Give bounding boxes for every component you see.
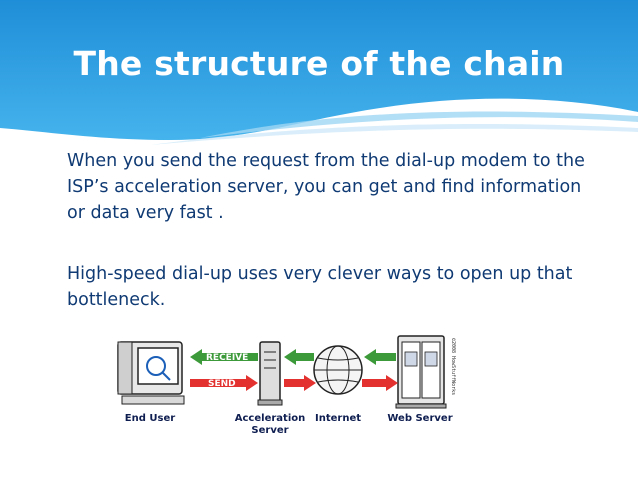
acceleration-server-icon bbox=[257, 341, 283, 406]
acceleration-label-line1: Acceleration bbox=[235, 413, 305, 424]
end-user-label: End User bbox=[125, 413, 175, 424]
web-server-icon bbox=[395, 335, 447, 409]
receive-label: RECEIVE bbox=[206, 353, 248, 363]
send-arrows bbox=[190, 375, 398, 391]
internet-label: Internet bbox=[315, 413, 361, 424]
header-banner bbox=[0, 0, 638, 145]
slide-title: The structure of the chain bbox=[73, 44, 565, 83]
receive-arrows bbox=[190, 349, 396, 365]
internet-globe-icon bbox=[313, 345, 363, 395]
web-server-label: Web Server bbox=[387, 413, 452, 424]
send-label: SEND bbox=[208, 379, 236, 389]
copyright-notice: ©2008 HowStuffWorks bbox=[450, 338, 456, 395]
end-user-computer-icon bbox=[117, 341, 185, 405]
network-chain-diagram: ©2008 HowStuffWorks RECEIVE SEND End Use… bbox=[117, 335, 456, 436]
paragraph-high-speed: High-speed dial-up uses very clever ways… bbox=[67, 264, 573, 310]
paragraph-dialup-request: When you send the request from the dial-… bbox=[67, 151, 585, 223]
acceleration-label-line2: Server bbox=[251, 425, 288, 436]
